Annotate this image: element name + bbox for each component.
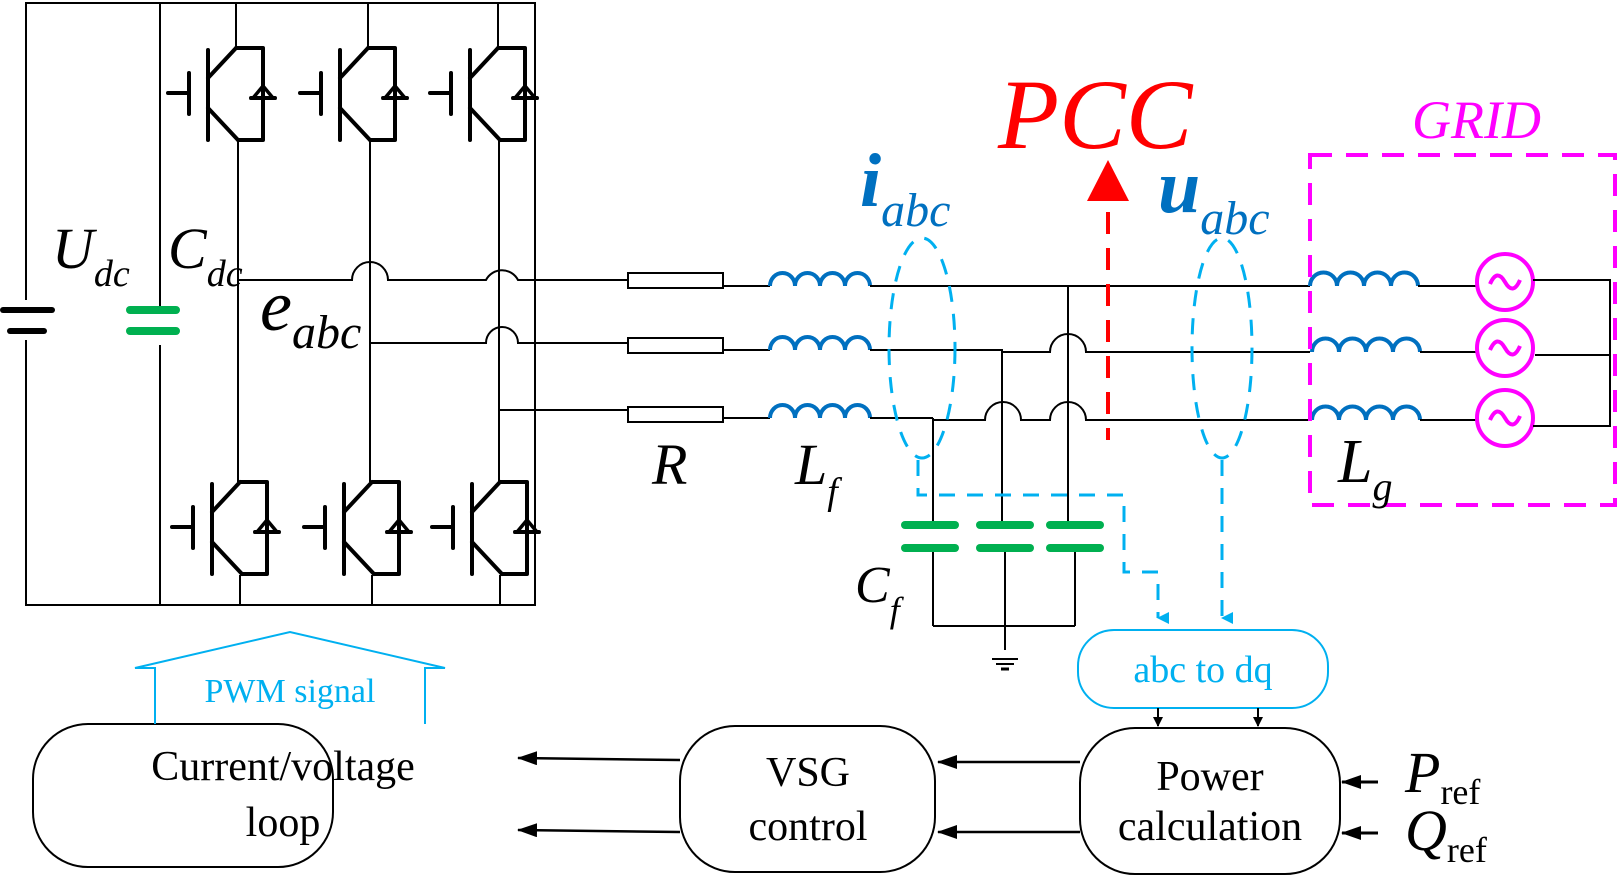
loop-line1: Current/voltage: [151, 744, 415, 790]
loop-line2: loop: [246, 800, 321, 846]
power-calc-line1: Power: [1156, 754, 1263, 800]
igbt-icon: [430, 480, 541, 576]
resistors: [627, 272, 770, 423]
r-label: R: [651, 432, 687, 497]
power-calculation-block: Power calculation: [1079, 727, 1341, 875]
igbt-icon: [166, 46, 277, 142]
vsg-line2: control: [749, 804, 868, 850]
abc-to-dq-block: abc to dq: [1077, 629, 1329, 709]
grid-inductors: [1308, 270, 1476, 421]
current-measurement-loop: [887, 236, 957, 460]
measurement-signal-paths: [916, 460, 1233, 624]
igbt-icon: [298, 46, 409, 142]
pwm-label: PWM signal: [205, 673, 376, 710]
grid-boundary: [1308, 153, 1617, 507]
vsg-line1: VSG: [766, 750, 850, 796]
ground-icon: [992, 658, 1018, 671]
pwm-signal-arrow: PWM signal: [134, 630, 446, 724]
filter-capacitors: [901, 521, 1104, 552]
igbt-icon: [428, 46, 539, 142]
qref-label: Qref: [1405, 798, 1487, 870]
ac-source-icon: [1475, 252, 1535, 312]
iabc-label: iabc: [860, 139, 950, 237]
cf-label: Cf: [855, 557, 905, 630]
eabc-label: eabc: [260, 266, 361, 359]
cdc-label: Cdc: [168, 216, 243, 295]
pcc-label: PCC: [997, 59, 1194, 170]
grid-voltage-sources: [1475, 252, 1611, 448]
pcc-marker: [1087, 160, 1129, 440]
lg-label: Lg: [1337, 428, 1392, 509]
power-calc-line2: calculation: [1118, 804, 1302, 850]
dc-bus: [25, 2, 536, 606]
ac-bus-wires: [870, 285, 1310, 650]
igbt-icon: [302, 480, 413, 576]
dc-source-battery-icon: [0, 307, 55, 334]
pref-label: Pref: [1404, 740, 1480, 812]
phase-wires: [238, 261, 628, 411]
current-voltage-loop-block: Current/voltage loop: [32, 723, 415, 868]
lf-label: Lf: [794, 432, 842, 513]
filter-inductors: [768, 271, 872, 419]
igbt-switches: [166, 46, 541, 576]
uabc-label: uabc: [1158, 145, 1270, 245]
grid-label: GRID: [1412, 90, 1541, 150]
abc-to-dq-label: abc to dq: [1133, 649, 1272, 691]
vsg-control-block: VSG control: [679, 725, 936, 873]
component-labels: Udc Cdc eabc R Lf Cf Lg Pref Qref: [52, 216, 1487, 870]
ac-source-icon: [1475, 318, 1535, 378]
signal-arrow: [517, 751, 681, 766]
ac-source-icon: [1475, 388, 1535, 448]
udc-label: Udc: [52, 216, 130, 295]
voltage-measurement-loop: [1190, 236, 1254, 460]
igbt-icon: [170, 480, 281, 576]
dc-link-capacitor-icon: [126, 306, 180, 335]
pcc-arrow-icon: [1087, 160, 1129, 201]
inverter-bridge: [235, 3, 501, 605]
signal-arrow: [517, 823, 681, 838]
